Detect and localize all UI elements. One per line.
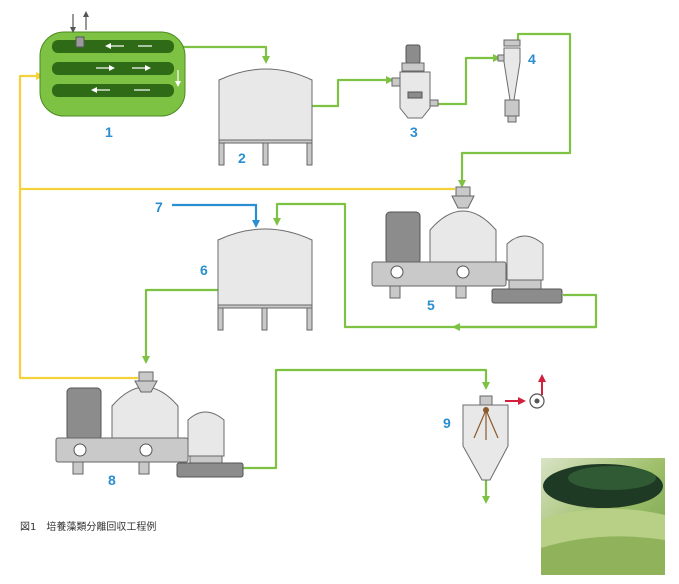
tank-icon: [217, 228, 313, 331]
label-3: 3: [410, 124, 418, 140]
powder-photo: [541, 458, 665, 575]
label-4: 4: [528, 51, 536, 67]
red-exhaust-line: [505, 374, 546, 405]
label-7: 7: [155, 199, 163, 215]
figure-caption: 図1 培養藻類分離回収工程例: [20, 522, 157, 533]
separator-icon: [371, 186, 563, 304]
cyclone-icon: [497, 39, 521, 123]
spray-dryer-icon: [462, 395, 509, 481]
label-8: 8: [108, 472, 116, 488]
label-2: 2: [238, 150, 246, 166]
culture-pond-icon: [39, 11, 186, 117]
label-5: 5: [427, 297, 435, 313]
label-9: 9: [443, 415, 451, 431]
blue-water-line: [172, 203, 260, 228]
fan-icon: [529, 393, 545, 409]
separator-icon: [55, 371, 244, 478]
label-6: 6: [200, 262, 208, 278]
mixer-icon: [391, 44, 439, 119]
label-1: 1: [105, 124, 113, 140]
yellow-return-lines: [18, 72, 455, 380]
tank-icon: [218, 68, 313, 166]
